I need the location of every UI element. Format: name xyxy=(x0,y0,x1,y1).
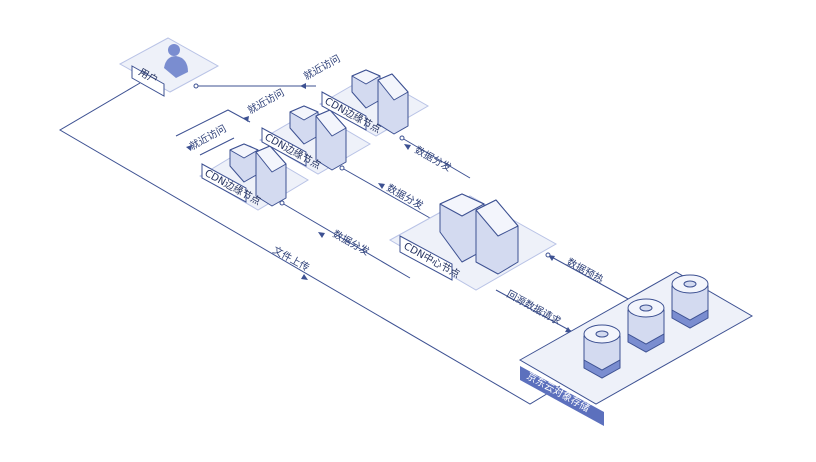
label-data-preheat: 数据预热 xyxy=(565,255,606,286)
storage-node: 京东云对象存储 xyxy=(518,271,754,426)
center-node: CDN中心节点 xyxy=(388,193,558,291)
edge-node-top xyxy=(351,69,409,135)
arrow-up-left-2 xyxy=(243,116,249,122)
label-nearby-access-1: 就近访问 xyxy=(301,52,342,83)
label-back-to-origin: 回源数据请求 xyxy=(505,287,564,327)
edge-node-low xyxy=(229,143,287,207)
label-data-distribution-3: 数据分发 xyxy=(331,227,372,258)
dot-5 xyxy=(545,252,551,258)
arrow-up-left-1 xyxy=(300,83,306,89)
storage-cylinders xyxy=(583,274,709,379)
label-nearby-access-3: 就近访问 xyxy=(187,122,228,153)
low-edge-to-center xyxy=(281,202,411,279)
arrow-up-left-3 xyxy=(186,145,192,151)
connection-lines xyxy=(59,82,631,405)
user-tag xyxy=(131,65,165,97)
storage-to-center xyxy=(547,254,631,301)
upload-line xyxy=(59,82,561,405)
arrow-left-1 xyxy=(404,144,411,150)
edge-node-mid xyxy=(289,105,347,171)
dot-2 xyxy=(339,165,345,171)
user-avatar-body xyxy=(164,56,188,78)
dot-1 xyxy=(193,83,199,89)
dot-4 xyxy=(399,135,405,141)
center-to-storage xyxy=(495,289,581,337)
edge3-line xyxy=(199,137,235,156)
mid-edge-to-center xyxy=(341,167,431,219)
edge2-line xyxy=(175,109,251,137)
arrow-right-upload xyxy=(301,274,308,280)
arrow-left-3 xyxy=(318,232,325,238)
user-node: 用户 xyxy=(118,37,220,97)
storage-tag xyxy=(520,366,604,426)
dot-3 xyxy=(279,200,285,206)
label-data-distribution-2: 数据分发 xyxy=(385,181,426,212)
top-edge-to-center xyxy=(401,137,471,179)
arrow-left-2 xyxy=(378,183,385,189)
label-nearby-access-2: 就近访问 xyxy=(245,86,286,117)
label-data-distribution-1: 数据分发 xyxy=(413,143,454,174)
user-avatar-head xyxy=(168,44,180,56)
label-file-upload: 文件上传 xyxy=(271,243,312,274)
